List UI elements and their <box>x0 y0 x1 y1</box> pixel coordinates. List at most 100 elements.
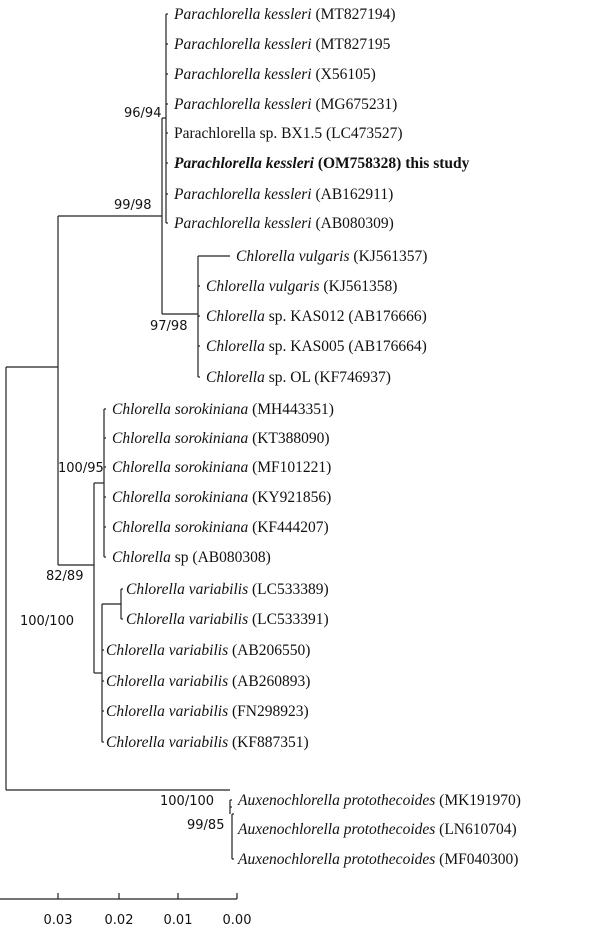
taxon-name: Chlorella variabilis <box>106 734 228 751</box>
taxon-accession: (KF746937) <box>310 369 391 386</box>
taxon-label: Parachlorella kessleri (MT827194) <box>173 6 396 23</box>
taxon-name: Chlorella <box>112 549 171 566</box>
support-chlorella-vulgaris-clade: 97/98 <box>150 319 187 334</box>
taxon-label: Chlorella variabilis (LC533391) <box>126 611 329 628</box>
taxon-name: Chlorella <box>206 338 265 355</box>
taxon-accession: (AB260893) <box>228 673 310 690</box>
taxon-name: Auxenochlorella protothecoides <box>237 792 435 809</box>
taxon-name: Parachlorella kessleri <box>173 6 312 23</box>
taxon-rest: sp. KAS012 <box>265 308 345 325</box>
taxon-accession: (FN298923) <box>228 703 309 720</box>
taxon-accession: (MK191970) <box>435 792 521 809</box>
taxon-label: Chlorella sorokiniana (KT388090) <box>112 430 330 447</box>
taxon-name: Chlorella sorokiniana <box>112 489 248 506</box>
taxon-rest: sp. KAS005 <box>265 338 345 355</box>
taxon-label: Parachlorella kessleri (X56105) <box>173 66 376 83</box>
taxon-name: Auxenochlorella protothecoides <box>237 851 435 868</box>
taxon-accession: (OM758328) this study <box>314 155 470 172</box>
taxon-label: Chlorella sp. KAS005 (AB176664) <box>206 338 427 355</box>
taxon-accession: (AB176666) <box>345 308 427 325</box>
taxon-name: Parachlorella kessleri <box>173 36 312 53</box>
taxon-accession: (KJ561357) <box>350 248 428 265</box>
taxon-label: Parachlorella kessleri (AB080309) <box>173 215 394 232</box>
taxon-label: Parachlorella kessleri (MT827195 <box>173 36 391 53</box>
taxon-accession: (MF101221) <box>248 459 331 476</box>
taxon-label: Chlorella sorokiniana (MF101221) <box>112 459 331 476</box>
support-parachlorella-subclade: 96/94 <box>124 106 161 121</box>
taxon-label: Chlorella vulgaris (KJ561358) <box>206 278 397 295</box>
taxon-label: Auxenochlorella protothecoides (MK191970… <box>237 792 521 809</box>
taxon-name: Chlorella sorokiniana <box>112 459 248 476</box>
taxon-label: Chlorella variabilis (FN298923) <box>106 703 309 720</box>
scale-bar-label: 0.03 <box>44 913 73 928</box>
taxon-label: Chlorella variabilis (LC533389) <box>126 581 329 598</box>
taxon-name: Chlorella vulgaris <box>236 248 350 265</box>
taxon-name: Parachlorella kessleri <box>173 66 312 83</box>
taxon-label: Chlorella sorokiniana (KF444207) <box>112 519 329 536</box>
taxon-rest: sp. OL <box>265 369 311 386</box>
taxon-label: Auxenochlorella protothecoides (MF040300… <box>237 851 518 868</box>
taxon-name: Chlorella <box>206 369 265 386</box>
taxon-accession: (MG675231) <box>312 96 398 113</box>
taxon-name: Parachlorella kessleri <box>173 96 312 113</box>
taxon-accession: (AB162911) <box>312 186 394 203</box>
taxon-label: Chlorella sp. OL (KF746937) <box>206 369 391 386</box>
taxon-accession: (AB206550) <box>228 642 310 659</box>
tree-branches <box>5 13 234 860</box>
support-auxenochlorella-clade: 100/100 <box>160 794 214 809</box>
taxon-label: Parachlorella kessleri (MG675231) <box>173 96 397 113</box>
taxon-label: Chlorella variabilis (AB260893) <box>106 673 310 690</box>
taxon-name: Chlorella vulgaris <box>206 278 320 295</box>
support-sorokiniana-variabilis: 82/89 <box>46 569 83 584</box>
taxon-accession: (LC533389) <box>248 581 329 598</box>
taxon-accession: (AB176664) <box>345 338 427 355</box>
taxon-name: Parachlorella kessleri <box>173 186 312 203</box>
taxon-accession: (KF444207) <box>248 519 329 536</box>
taxon-label: Chlorella sorokiniana (MH443351) <box>112 401 334 418</box>
taxon-label: Chlorella variabilis (KF887351) <box>106 734 309 751</box>
scale-bar: 0.03 0.02 0.01 0.00 <box>0 893 251 928</box>
taxon-accession: (MH443351) <box>248 401 334 418</box>
taxon-label: Parachlorella sp. BX1.5 (LC473527) <box>174 125 403 142</box>
taxon-accession: (X56105) <box>312 66 376 83</box>
support-ingroup: 100/100 <box>20 614 74 629</box>
taxon-rest: sp <box>171 549 189 566</box>
support-parachlorella-chlorella-vulgaris: 99/98 <box>114 198 151 213</box>
taxon-label: Chlorella vulgaris (KJ561357) <box>236 248 427 265</box>
taxon-name: Chlorella variabilis <box>126 581 248 598</box>
taxon-accession: (MF040300) <box>435 851 518 868</box>
taxon-name: Chlorella sorokiniana <box>112 430 248 447</box>
taxon-label: Chlorella sorokiniana (KY921856) <box>112 489 331 506</box>
taxon-name: Chlorella variabilis <box>106 703 228 720</box>
taxon-label: Parachlorella kessleri (OM758328) this s… <box>174 155 470 172</box>
taxon-label: Chlorella variabilis (AB206550) <box>106 642 310 659</box>
taxon-name: Parachlorella kessleri <box>174 155 315 172</box>
support-chlorella-sorokiniana-clade: 100/95 <box>58 461 104 476</box>
taxon-labels: Parachlorella kessleri (MT827194)Parachl… <box>106 6 521 868</box>
taxon-accession: (LN610704) <box>435 821 516 838</box>
taxon-label: Chlorella sp. KAS012 (AB176666) <box>206 308 427 325</box>
taxon-label: Parachlorella kessleri (AB162911) <box>173 186 393 203</box>
taxon-name: Chlorella variabilis <box>106 642 228 659</box>
support-auxenochlorella-subclade: 99/85 <box>187 818 224 833</box>
taxon-accession: (AB080308) <box>189 549 271 566</box>
taxon-name: Chlorella sorokiniana <box>112 519 248 536</box>
taxon-name: Chlorella variabilis <box>126 611 248 628</box>
taxon-accession: (MT827195 <box>312 36 391 53</box>
taxon-name: Chlorella sorokiniana <box>112 401 248 418</box>
taxon-accession: (MT827194) <box>312 6 396 23</box>
taxon-accession: (KF887351) <box>228 734 309 751</box>
taxon-accession: (LC473527) <box>322 125 403 142</box>
taxon-accession: (KJ561358) <box>320 278 398 295</box>
taxon-accession: (AB080309) <box>312 215 394 232</box>
taxon-name: Parachlorella kessleri <box>173 215 312 232</box>
taxon-name: Chlorella variabilis <box>106 673 228 690</box>
taxon-accession: (KT388090) <box>248 430 329 447</box>
taxon-name: Parachlorella sp. BX1.5 <box>174 125 322 142</box>
taxon-name: Auxenochlorella protothecoides <box>237 821 435 838</box>
taxon-name: Chlorella <box>206 308 265 325</box>
scale-bar-label: 0.01 <box>164 913 193 928</box>
taxon-label: Auxenochlorella protothecoides (LN610704… <box>237 821 517 838</box>
taxon-label: Chlorella sp (AB080308) <box>112 549 271 566</box>
